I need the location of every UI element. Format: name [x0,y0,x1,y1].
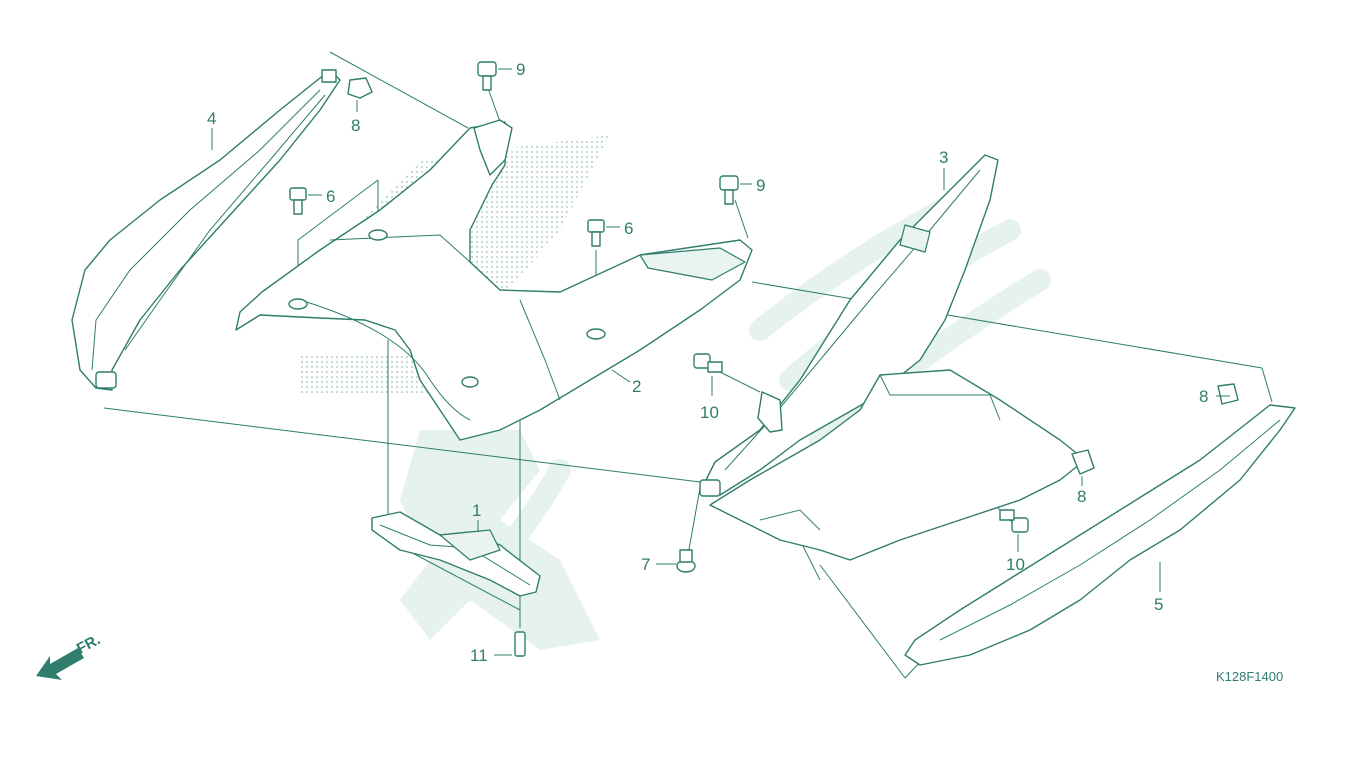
callout-5: 5 [1154,595,1163,614]
callout-9-top: 9 [516,60,525,79]
callout-7: 7 [641,555,650,574]
part-5-under-cover [709,369,1296,666]
callout-8-right: 8 [1199,387,1208,406]
callout-leaders [211,68,1230,656]
arrow-icon [36,648,84,680]
front-direction-indicator: FR. [36,631,103,680]
diagram-code: K128F1400 [1216,669,1283,684]
callout-10-right: 10 [1006,555,1025,574]
callout-11: 11 [470,646,488,665]
callout-4: 4 [207,109,216,128]
callout-2: 2 [632,377,641,396]
callout-3: 3 [939,148,948,167]
part-2-floor-panel [235,119,753,441]
part-3-right-side-cover [699,154,999,497]
callout-10-left: 10 [700,403,719,422]
fasteners [289,61,1239,657]
part-1-floor-strip [371,511,541,597]
callout-6-right: 6 [624,219,633,238]
callout-9-right: 9 [756,176,765,195]
callout-6-left: 6 [326,187,335,206]
callout-8-top: 8 [351,116,360,135]
part-4-left-side-cover [71,69,341,391]
callout-labels: 9 8 4 6 6 9 3 2 10 8 8 1 10 7 5 11 [207,60,1208,665]
callout-8-middle: 8 [1077,487,1086,506]
callout-1: 1 [472,501,481,520]
